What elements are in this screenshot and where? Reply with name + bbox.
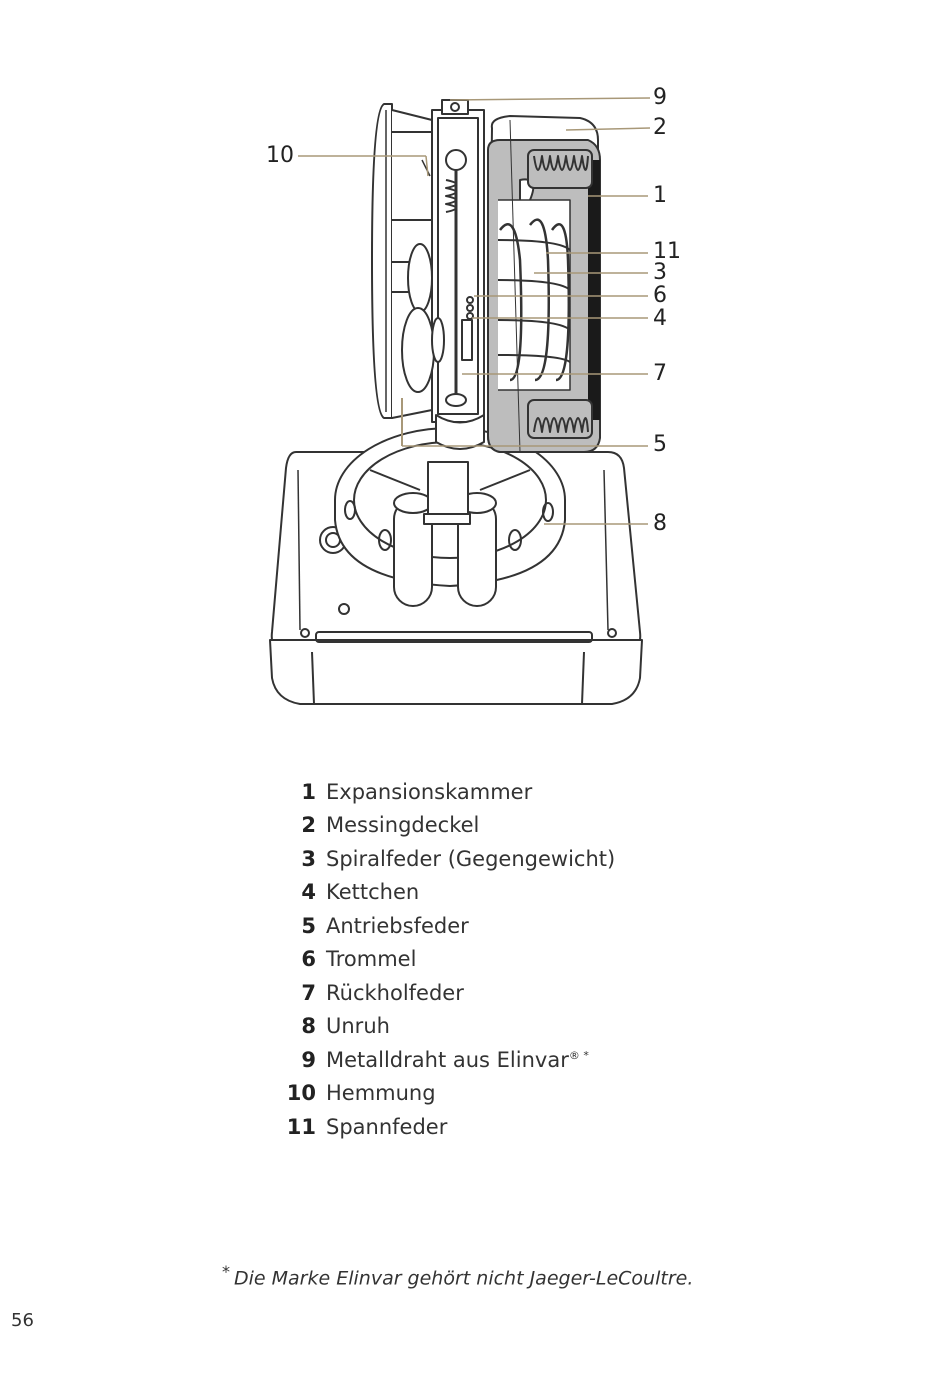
- legend-label-text: Metalldraht aus Elinvar: [326, 1047, 569, 1072]
- legend-number: 4: [301, 880, 316, 905]
- callout-8: 8: [653, 511, 667, 536]
- legend-label: Unruh: [326, 1014, 390, 1039]
- callout-5: 5: [653, 432, 667, 457]
- leader-lines: [298, 97, 651, 525]
- legend-item: 10 Hemmung: [278, 1077, 698, 1111]
- clock-cutaway-illustration: [269, 97, 651, 705]
- legend-number: 6: [301, 947, 316, 972]
- footnote: *Die Marke Elinvar gehört nicht Jaeger-L…: [222, 1262, 693, 1289]
- legend-item: 2 Messingdeckel: [278, 809, 698, 843]
- callout-6: 6: [653, 283, 667, 308]
- callout-1: 1: [653, 183, 667, 208]
- legend-item: 7 Rückholfeder: [278, 976, 698, 1010]
- callout-4: 4: [653, 306, 667, 331]
- legend-item: 5 Antriebsfeder: [278, 909, 698, 943]
- legend-label: Trommel: [326, 947, 417, 972]
- legend-item: 4 Kettchen: [278, 876, 698, 910]
- legend-number: 10: [286, 1081, 316, 1106]
- callout-7: 7: [653, 361, 667, 386]
- legend-item: 8 Unruh: [278, 1010, 698, 1044]
- legend-label: Kettchen: [326, 880, 420, 905]
- legend-item: 9 Metalldraht aus Elinvar® *: [278, 1043, 698, 1077]
- legend-label: Metalldraht aus Elinvar® *: [326, 1048, 589, 1072]
- legend-label: Antriebsfeder: [326, 913, 469, 938]
- callout-2: 2: [653, 115, 667, 140]
- legend-label: Spiralfeder (Gegengewicht): [326, 846, 616, 871]
- support-columns: [393, 461, 497, 607]
- legend-number: 1: [301, 779, 316, 804]
- callout-9: 9: [653, 85, 667, 110]
- legend-item: 3 Spiralfeder (Gegengewicht): [278, 842, 698, 876]
- legend-number: 3: [301, 846, 316, 871]
- escapement-and-dial: [371, 103, 445, 446]
- legend-number: 8: [301, 1014, 316, 1039]
- legend-label: Hemmung: [326, 1081, 436, 1106]
- footnote-text: Die Marke Elinvar gehört nicht Jaeger-Le…: [234, 1267, 694, 1290]
- legend-number: 2: [301, 813, 316, 838]
- legend-number: 7: [301, 980, 316, 1005]
- trademark-superscript: ® *: [568, 1048, 589, 1062]
- legend-item: 6 Trommel: [278, 943, 698, 977]
- page-number: 56: [11, 1310, 34, 1331]
- legend-item: 11 Spannfeder: [278, 1110, 698, 1144]
- callout-10: 10: [266, 143, 294, 168]
- balance-wheel: [334, 427, 566, 587]
- footnote-star: *: [222, 1262, 230, 1281]
- legend-number: 9: [301, 1047, 316, 1072]
- legend-label: Rückholfeder: [326, 980, 464, 1005]
- callout-3: 3: [653, 260, 667, 285]
- legend-item: 1 Expansionskammer: [278, 775, 698, 809]
- expansion-chamber: [487, 115, 601, 453]
- legend-label: Expansionskammer: [326, 779, 533, 804]
- parts-legend: 1 Expansionskammer 2 Messingdeckel 3 Spiral…: [278, 775, 698, 1144]
- legend-number: 5: [301, 913, 316, 938]
- legend-label: Messingdeckel: [326, 813, 480, 838]
- movement-frame: [431, 99, 485, 450]
- legend-number: 11: [286, 1114, 316, 1139]
- legend-label: Spannfeder: [326, 1114, 448, 1139]
- callout-11: 11: [653, 239, 681, 264]
